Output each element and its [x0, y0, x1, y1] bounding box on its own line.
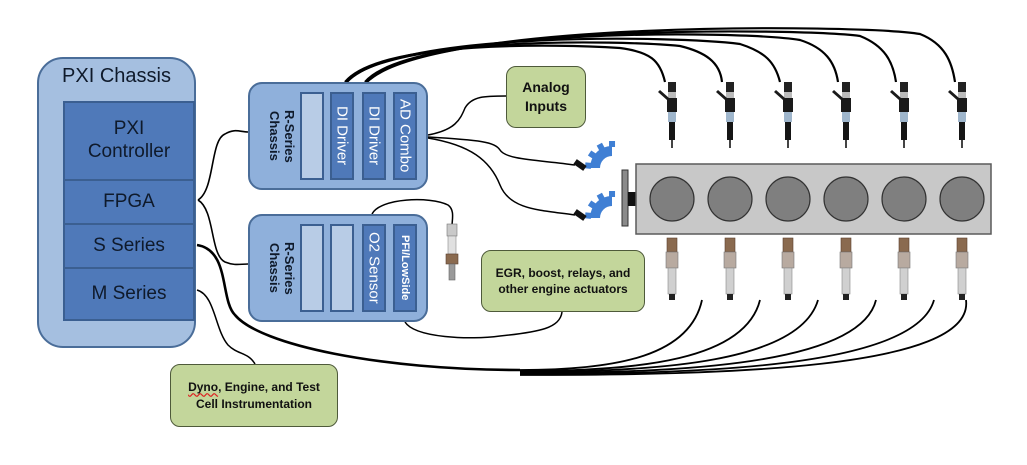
rseries-bottom-slot-2 [330, 224, 354, 312]
rseries-top-slot-di-driver-1: DI Driver [330, 92, 354, 180]
s-series-module: S Series [65, 225, 193, 269]
wire-plug-3 [519, 299, 819, 373]
engine-actuators-callout: EGR, boost, relays, and other engine act… [481, 250, 645, 312]
wire-plug-5 [519, 299, 935, 375]
wire-adcombo-trigger-bottom [427, 137, 576, 216]
cylinder-2 [707, 176, 753, 222]
plug-sensor-icon [665, 237, 679, 300]
plug-sensor-icon [723, 237, 737, 300]
analog-inputs-callout: Analog Inputs [506, 66, 586, 128]
wire-plug-2 [519, 299, 761, 372]
rseries-bottom-slot-pfi-lowside: PFI/LowSide [393, 224, 417, 312]
wire-fpga-rseries-bottom [197, 199, 249, 266]
engine-block [635, 163, 992, 235]
dyno-word: Dyno [188, 380, 219, 395]
crank-trigger-wheel-icon [573, 140, 616, 171]
plug-sensor-icon [955, 237, 969, 300]
dyno-line-2: Cell Instrumentation [195, 396, 312, 411]
cylinder-1 [649, 176, 695, 222]
rseries-bottom-slot-1 [300, 224, 324, 312]
rseries-top-label: R-Series Chassis [267, 109, 297, 163]
plug-sensor-icon [781, 237, 795, 300]
pxi-chassis: PXI Chassis PXI Controller FPGA S Series… [37, 57, 196, 348]
dyno-instrumentation-callout: Dyno, Engine, and Test Cell Instrumentat… [170, 364, 338, 427]
cylinder-3 [765, 176, 811, 222]
fpga-module: FPGA [65, 181, 193, 225]
fuel-injector-icon [890, 82, 909, 148]
rseries-top-slot-di-driver-2: DI Driver [362, 92, 386, 180]
m-series-module: M Series [91, 282, 167, 304]
wire-pfi-egr [404, 311, 563, 339]
actuators-line-2: other engine actuators [498, 282, 628, 296]
wire-plug-1 [519, 299, 703, 371]
wires [196, 27, 967, 376]
cylinder-6 [939, 176, 985, 222]
cylinder-4 [823, 176, 869, 222]
wire-plug-4 [519, 299, 877, 374]
fuel-injector-icon [716, 82, 735, 148]
actuators-line-1: EGR, boost, relays, and [495, 265, 631, 280]
fuel-injector-icon [948, 82, 967, 148]
fuel-injector-icon [832, 82, 851, 148]
pxi-controller-module: PXI Controller [65, 103, 193, 181]
wire-m-series-dyno [196, 289, 256, 365]
wire-fpga-rseries-top [197, 129, 249, 201]
fuel-injector-icon [658, 82, 677, 148]
pxi-module-stack: PXI Controller FPGA S Series M Series [63, 101, 195, 321]
crank-shaft [628, 192, 636, 206]
cam-trigger-wheel-icon [573, 190, 616, 221]
wire-adcombo-analog [427, 95, 507, 136]
rseries-chassis-bottom: R-Series Chassis O2 Sensor PFI/LowSide [248, 214, 428, 322]
engine [621, 163, 992, 235]
rseries-bottom-slot-o2-sensor: O2 Sensor [362, 224, 386, 312]
wire-injector-6 [366, 27, 957, 83]
rseries-chassis-top: R-Series Chassis DI Driver DI Driver AD … [248, 82, 428, 190]
wire-o2-sensor [371, 198, 454, 227]
rseries-top-slot-1 [300, 92, 324, 180]
o2-sensor-icon [445, 223, 459, 281]
wire-s-series-main [196, 243, 521, 372]
wire-adcombo-trigger-top [427, 136, 576, 166]
plug-sensor-icon [897, 237, 911, 300]
rseries-top-slot-ad-combo: AD Combo [393, 92, 417, 180]
cylinder-5 [881, 176, 927, 222]
wire-injector-3 [346, 37, 782, 83]
dyno-rest: , Engine, and Test [218, 380, 320, 395]
flywheel [621, 169, 629, 227]
plug-sensor-icon [839, 237, 853, 300]
pxi-chassis-title: PXI Chassis [62, 65, 171, 87]
fuel-injector-icon [774, 82, 793, 148]
rseries-bottom-label: R-Series Chassis [267, 241, 297, 295]
wire-plug-6 [519, 299, 967, 376]
